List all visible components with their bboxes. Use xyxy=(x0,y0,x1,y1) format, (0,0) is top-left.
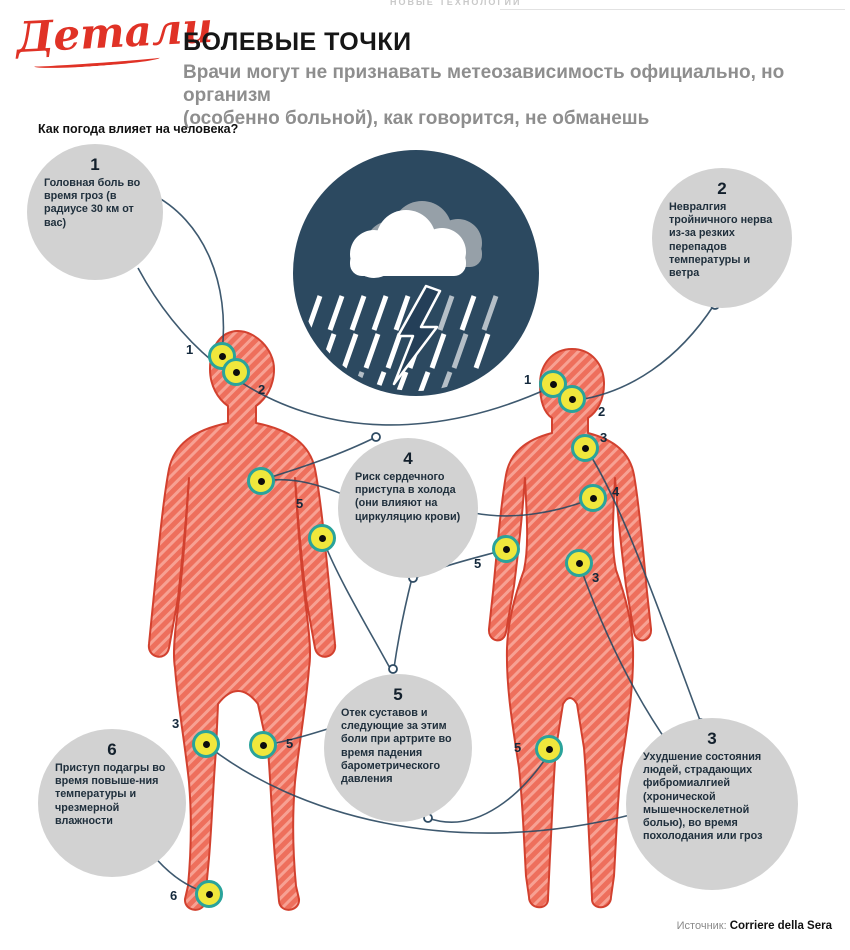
pain-point-marker xyxy=(195,880,223,908)
source-label: Источник: xyxy=(676,920,727,932)
pain-point-marker xyxy=(308,524,336,552)
pain-point-marker xyxy=(535,735,563,763)
pain-point-marker xyxy=(192,730,220,758)
lead-question: Как погода влияет на человека? xyxy=(38,122,239,136)
female-figure xyxy=(487,348,653,909)
pain-point-label: 2 xyxy=(258,382,266,397)
callout-text: Приступ подагры во время повыше-ния темп… xyxy=(55,762,166,827)
callout-number: 1 xyxy=(90,155,100,174)
lightning-icon xyxy=(392,284,442,386)
callout-number: 6 xyxy=(107,740,117,759)
pain-point-label: 5 xyxy=(286,736,294,751)
pain-point-label: 6 xyxy=(170,888,178,903)
pain-point-marker xyxy=(249,731,277,759)
callout-number: 3 xyxy=(707,729,717,748)
pain-point-marker xyxy=(492,535,520,563)
subtitle-line-2: (особенно больной), как говорится, не об… xyxy=(183,108,650,130)
pain-point-label: 3 xyxy=(172,716,180,731)
pain-point-label: 2 xyxy=(598,404,606,419)
callout-text: Отек суставов и следующие за этим боли п… xyxy=(341,707,452,785)
callout-text: Головная боль во время гроз (в радиусе 3… xyxy=(44,177,141,229)
male-figure xyxy=(147,330,337,911)
storm-icon xyxy=(293,150,539,396)
source-name: Corriere della Sera xyxy=(729,920,832,932)
callout-3: 3 Ухудшение состояния людей, страдающих … xyxy=(626,718,798,890)
callout-text: Невралгия тройничного нерва из-за резких… xyxy=(669,201,773,279)
page-title: БОЛЕВЫЕ ТОЧКИ xyxy=(183,28,412,56)
pain-point-marker xyxy=(558,385,586,413)
pain-point-label: 4 xyxy=(612,484,620,499)
callout-number: 2 xyxy=(717,179,727,198)
subtitle-line-1: Врачи могут не признавать метеозависимос… xyxy=(183,62,785,107)
connector-lines xyxy=(137,192,715,894)
callout-text: Ухудшение состояния людей, страдающих фи… xyxy=(643,751,763,843)
pain-point-label: 1 xyxy=(186,342,194,357)
pain-point-marker xyxy=(571,434,599,462)
callout-number: 5 xyxy=(393,685,403,704)
callout-4: 4 Риск сердечного приступа в холода (они… xyxy=(338,438,478,578)
source-credit: Источник: Corriere della Sera xyxy=(677,920,832,932)
pain-point-label: 5 xyxy=(474,556,482,571)
callout-number: 4 xyxy=(403,449,413,468)
cloud-icon xyxy=(350,210,466,278)
pain-point-marker xyxy=(222,358,250,386)
pain-point-label: 5 xyxy=(514,740,522,755)
pain-point-label: 5 xyxy=(296,496,304,511)
pain-point-marker xyxy=(565,549,593,577)
pain-point-label: 3 xyxy=(600,430,608,445)
callout-text: Риск сердечного приступа в холода (они в… xyxy=(355,471,461,523)
pain-point-label: 1 xyxy=(524,372,532,387)
top-rule xyxy=(500,9,845,10)
callout-2: 2 Невралгия тройничного нерва из-за резк… xyxy=(652,168,792,308)
callout-6: 6 Приступ подагры во время повыше-ния те… xyxy=(38,729,186,877)
callout-5: 5 Отек суставов и следующие за этим боли… xyxy=(324,674,472,822)
callout-1: 1 Головная боль во время гроз (в радиусе… xyxy=(27,144,163,280)
subtitle: Врачи могут не признавать метеозависимос… xyxy=(183,61,848,131)
pain-point-label: 3 xyxy=(592,570,600,585)
top-caption: НОВЫЕ ТЕХНОЛОГИИ xyxy=(390,0,522,7)
pain-point-marker xyxy=(579,484,607,512)
pain-point-marker xyxy=(247,467,275,495)
